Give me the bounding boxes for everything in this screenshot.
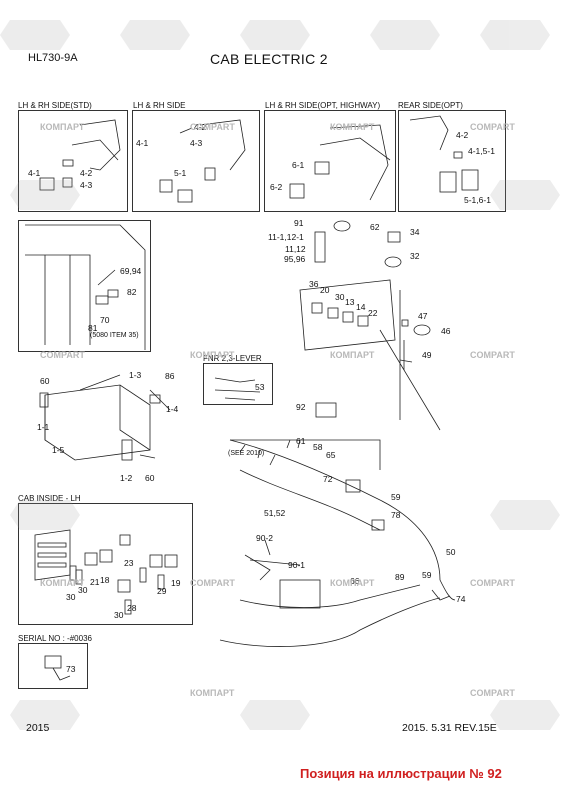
callout: 20: [320, 285, 330, 295]
section-title-rear-opt: REAR SIDE(OPT): [398, 101, 463, 110]
callout: 90-1: [288, 560, 306, 570]
callout: 22: [368, 308, 378, 318]
callout: 5-1: [174, 168, 187, 178]
section-title-fnr: FNR 2,3-LEVER: [203, 354, 262, 363]
callout: 81: [88, 323, 98, 333]
callout: 65: [326, 450, 336, 460]
model-code: HL730-9A: [28, 52, 78, 64]
footer-year: 2015: [26, 722, 50, 734]
panel-lh-rh-side-std: [18, 110, 128, 212]
panel-cab-frame: [18, 220, 151, 352]
callout: 19: [171, 578, 181, 588]
callout: 49: [422, 350, 432, 360]
panel-fnr: [203, 363, 273, 405]
callout: 1-4: [166, 404, 179, 414]
section-title-lh-rh: LH & RH SIDE: [133, 101, 186, 110]
position-note: Позиция на иллюстрации № 92: [300, 766, 502, 781]
callout: 73: [66, 664, 76, 674]
callout: 66: [350, 576, 360, 586]
callout: 4-3: [80, 180, 93, 190]
callout: 59: [391, 492, 401, 502]
callout: 61: [296, 436, 306, 446]
callout: 90-2: [256, 533, 274, 543]
callout: 51,52: [264, 508, 286, 518]
callout: 62: [370, 222, 380, 232]
callout: 1-5: [52, 445, 65, 455]
callout: 47: [418, 311, 428, 321]
callout: 72: [323, 474, 333, 484]
callout: 13: [345, 297, 355, 307]
callout: 92: [296, 402, 306, 412]
panel-lh-rh-side: [132, 110, 260, 212]
panel-rear-side-opt: [398, 110, 506, 212]
panel-serial: [18, 643, 88, 689]
callout: 58: [313, 442, 323, 452]
callout: 30: [78, 585, 88, 595]
callout: 89: [395, 572, 405, 582]
callout: 82: [127, 287, 137, 297]
page-title: CAB ELECTRIC 2: [210, 51, 328, 67]
callout: 6-1: [292, 160, 305, 170]
callout: 1-1: [37, 422, 50, 432]
footer-revision: 2015. 5.31 REV.15E: [402, 722, 497, 734]
callout: 86: [165, 371, 175, 381]
callout: 11-1,12-1: [268, 232, 304, 242]
callout: 74: [456, 594, 466, 604]
section-title-lh-rh-std: LH & RH SIDE(STD): [18, 101, 92, 110]
callout: 30: [335, 292, 345, 302]
callout: 70: [100, 315, 110, 325]
callout: 29: [157, 586, 167, 596]
callout: 23: [124, 558, 134, 568]
callout: 50: [446, 547, 456, 557]
callout: 6-2: [270, 182, 283, 192]
callout: 36: [309, 279, 319, 289]
callout: 60: [145, 473, 155, 483]
callout: 21: [90, 577, 100, 587]
callout: 28: [127, 603, 137, 613]
callout: 4-1: [28, 168, 41, 178]
callout: 11,12: [285, 244, 306, 254]
callout: 4-2: [456, 130, 469, 140]
callout: 32: [410, 251, 420, 261]
section-title-lh-rh-opt: LH & RH SIDE(OPT, HIGHWAY): [265, 101, 381, 110]
callout: 78: [391, 510, 401, 520]
callout: 4-2: [194, 122, 207, 132]
panel-lh-rh-side-opt-highway: [264, 110, 396, 212]
callout: 18: [100, 575, 110, 585]
panel-cab-inside: [18, 503, 193, 625]
callout: 53: [255, 382, 265, 392]
callout: 59: [422, 570, 432, 580]
callout: 30: [114, 610, 124, 620]
callout: 1-3: [129, 370, 142, 380]
callout: 69,94: [120, 266, 142, 276]
callout: 60: [40, 376, 50, 386]
callout: (5080 ITEM 35): [90, 332, 139, 339]
callout: 91: [294, 218, 304, 228]
callout: 14: [356, 302, 366, 312]
callout: 4-2: [80, 168, 93, 178]
callout: 46: [441, 326, 451, 336]
callout: 4-1: [136, 138, 149, 148]
callout: 30: [66, 592, 76, 602]
callout: 4-3: [190, 138, 203, 148]
callout: 95,96: [284, 254, 306, 264]
callout: 5-1,6-1: [464, 195, 491, 205]
section-title-serial: SERIAL NO : -#0036: [18, 634, 92, 643]
callout: 4-1,5-1: [468, 146, 495, 156]
callout: (SEE 2010): [228, 450, 265, 457]
callout: 1-2: [120, 473, 133, 483]
callout: 34: [410, 227, 420, 237]
section-title-cab-inside: CAB INSIDE - LH: [18, 494, 81, 503]
